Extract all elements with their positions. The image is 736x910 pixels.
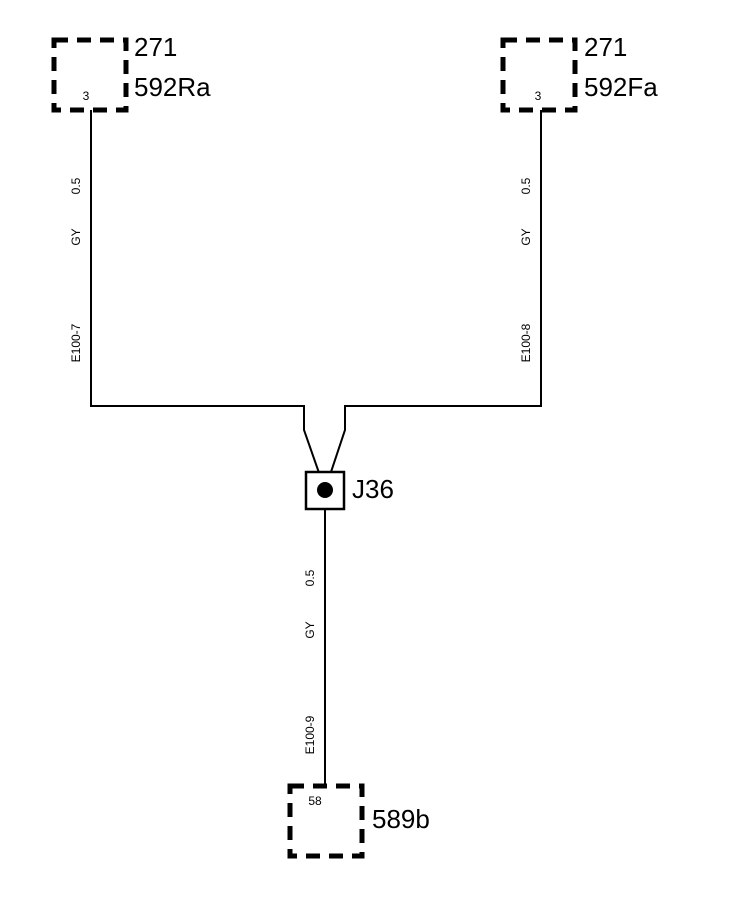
connector-592Ra-pin: 3 [83, 89, 90, 103]
wire-left-size-group: 0.5 [69, 177, 83, 194]
connector-592Ra-code: 271 [134, 32, 177, 62]
wire-right-id-group: E100-8 [519, 323, 533, 362]
wire-left-size: 0.5 [69, 177, 83, 194]
connector-592Ra-box [51, 37, 129, 113]
wire-right-color: GY [519, 228, 533, 245]
wires [90, 110, 542, 785]
junction-dot-icon [317, 482, 333, 498]
wire-right-color-group: GY [519, 228, 533, 245]
wire-left-color: GY [69, 228, 83, 245]
wire-left-id-group: E100-7 [69, 323, 83, 362]
junction-label: J36 [352, 474, 394, 504]
connector-589b-pin: 58 [308, 794, 322, 808]
connector-592Fa: 3 271 592Fa [500, 32, 658, 113]
wire-bottom-size-group: 0.5 [303, 569, 317, 586]
wire-E100-7 [90, 110, 326, 491]
junction-box [304, 470, 346, 511]
connector-592Fa-box [500, 37, 578, 113]
wire-bottom-color: GY [303, 621, 317, 638]
connector-592Ra: 3 271 592Ra [51, 32, 211, 113]
connector-592Ra-name: 592Ra [134, 72, 211, 102]
wire-right-id: E100-8 [519, 323, 533, 362]
wire-right-size-group: 0.5 [519, 177, 533, 194]
wire-left-color-group: GY [69, 228, 83, 245]
connector-592Fa-code: 271 [584, 32, 627, 62]
wire-E100-8 [324, 110, 542, 491]
connector-592Fa-name: 592Fa [584, 72, 658, 102]
connector-589b: 58 589b [287, 783, 430, 859]
wire-left-id: E100-7 [69, 323, 83, 362]
wire-right-size: 0.5 [519, 177, 533, 194]
wire-bottom-size: 0.5 [303, 569, 317, 586]
junction-J36: J36 [304, 470, 394, 511]
connector-589b-box [287, 783, 365, 859]
wire-bottom-id-group: E100-9 [303, 715, 317, 754]
wire-bottom-id: E100-9 [303, 715, 317, 754]
connector-589b-name: 589b [372, 804, 430, 834]
connector-592Fa-pin: 3 [535, 89, 542, 103]
wire-bottom-color-group: GY [303, 621, 317, 638]
